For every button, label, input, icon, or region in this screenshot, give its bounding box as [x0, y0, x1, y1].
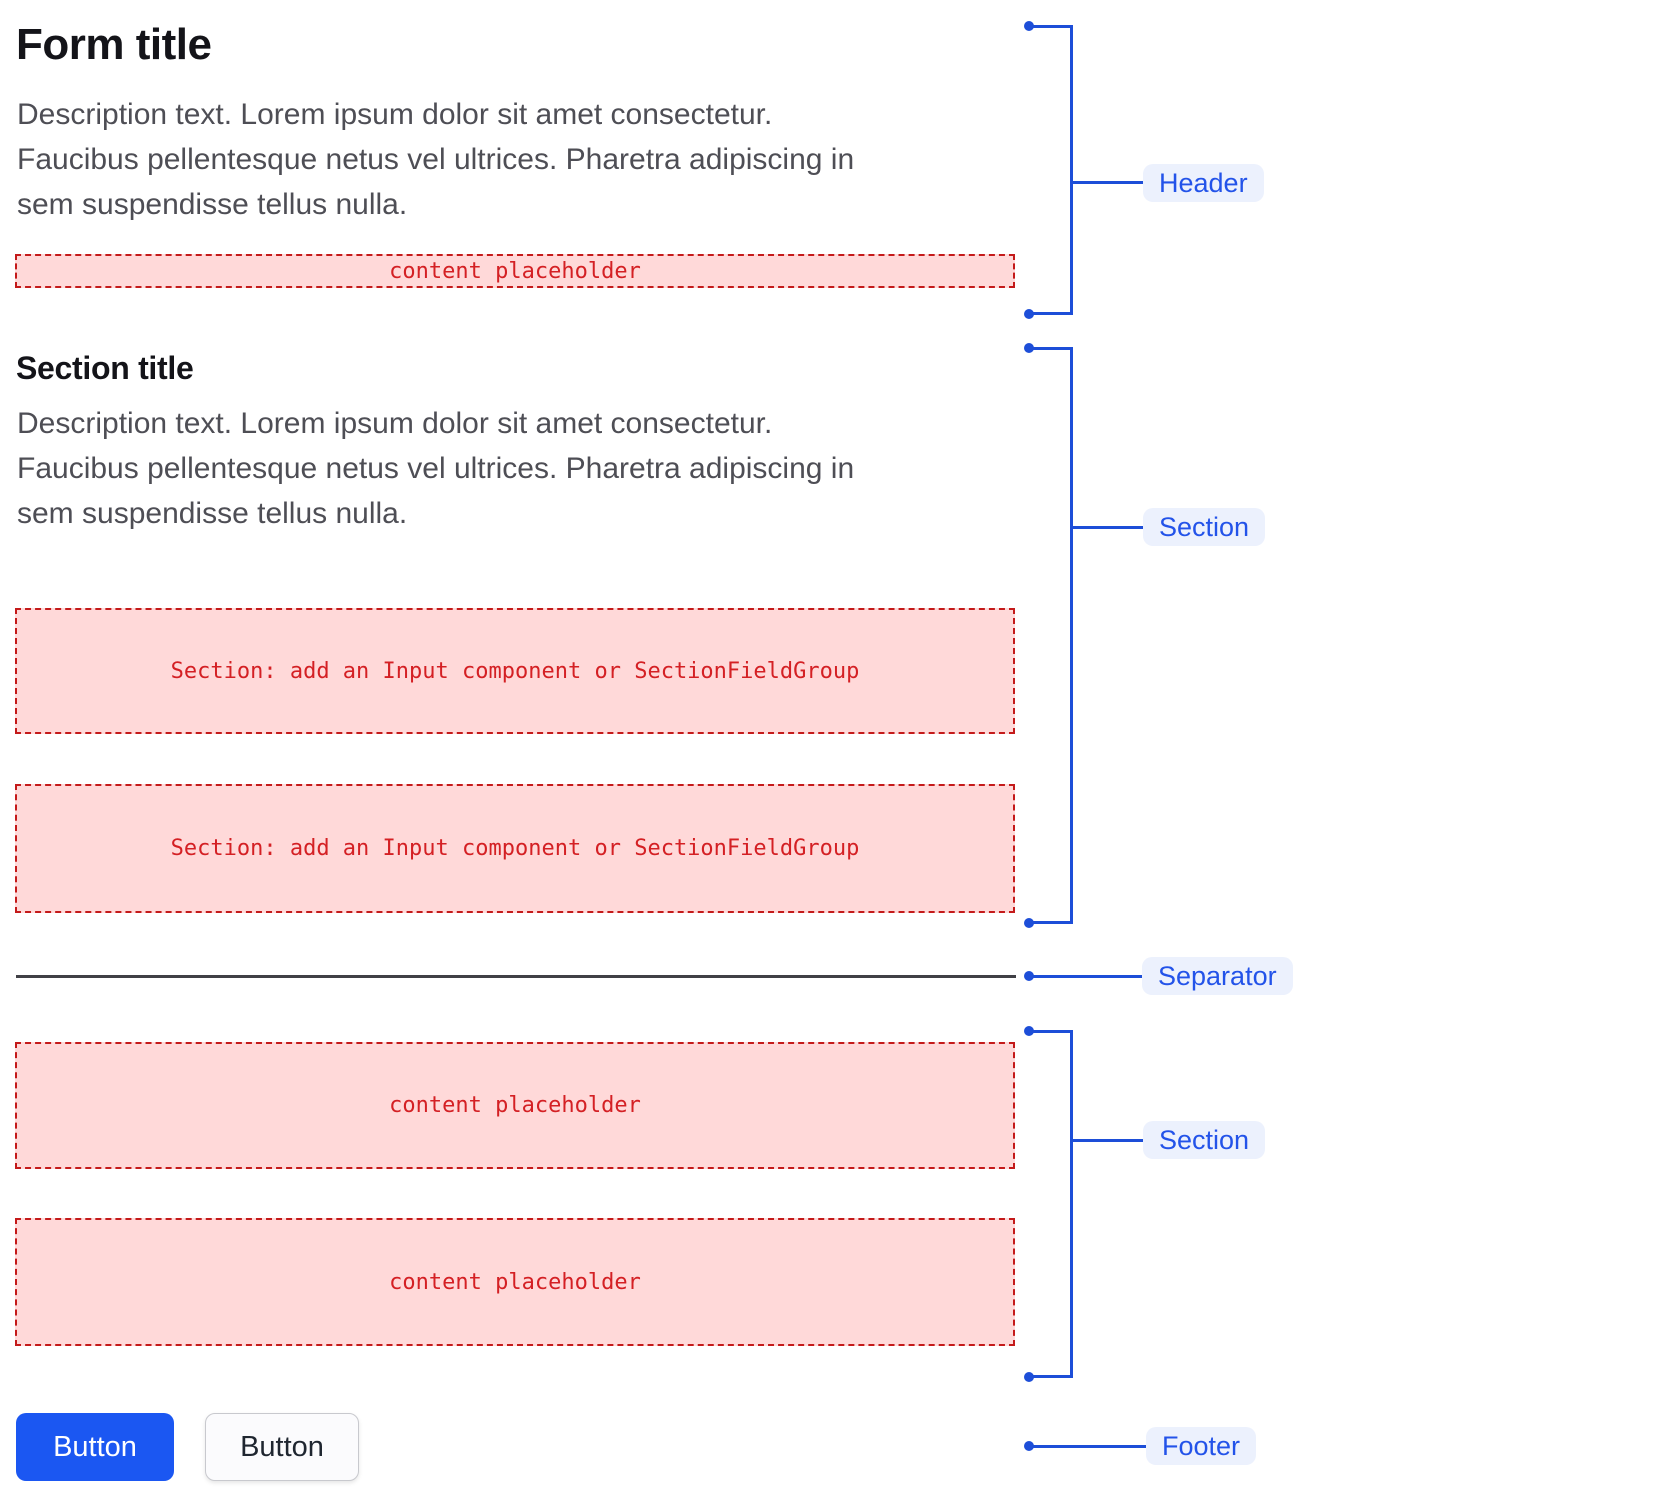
annotation-label-section: Section — [1143, 1121, 1266, 1159]
secondary-button-label: Button — [240, 1430, 324, 1463]
placeholder-text: Section: add an Input component or Secti… — [170, 836, 860, 861]
annotation-line — [1073, 526, 1143, 529]
annotation-line — [1029, 347, 1073, 350]
content-placeholder-box: content placeholder — [15, 1218, 1015, 1346]
form-title: Form title — [16, 20, 212, 69]
section-description: Description text. Lorem ipsum dolor sit … — [17, 407, 855, 530]
annotation-label-section: Section — [1143, 508, 1266, 546]
annotation-label-text: Section — [1159, 511, 1250, 542]
section-input-placeholder-box: Section: add an Input component or Secti… — [15, 608, 1015, 734]
annotation-label-text: Separator — [1158, 960, 1277, 991]
annotation-bracket-line — [1070, 1030, 1073, 1378]
placeholder-text: content placeholder — [389, 1093, 641, 1118]
annotation-line — [1029, 1375, 1073, 1378]
section-title: Section title — [16, 350, 194, 386]
placeholder-text: content placeholder — [389, 1269, 641, 1295]
annotation-bracket-line — [1070, 25, 1073, 315]
annotation-line — [1029, 975, 1142, 978]
annotation-line — [1029, 1445, 1146, 1448]
annotation-label-footer: Footer — [1146, 1427, 1257, 1465]
annotation-label-text: Header — [1159, 167, 1248, 198]
annotation-line — [1073, 181, 1143, 184]
annotation-label-text: Section — [1159, 1124, 1250, 1155]
annotation-line — [1029, 25, 1073, 28]
annotation-line — [1073, 1139, 1143, 1142]
primary-button-label: Button — [53, 1430, 137, 1463]
annotation-label-separator: Separator — [1142, 957, 1293, 995]
placeholder-text: content placeholder — [389, 258, 641, 284]
annotation-line — [1029, 312, 1073, 315]
secondary-button[interactable]: Button — [205, 1413, 359, 1481]
separator-line — [16, 975, 1016, 978]
annotation-label-header: Header — [1143, 164, 1264, 202]
header-content-placeholder-box: content placeholder — [15, 254, 1015, 288]
content-placeholder-box: content placeholder — [15, 1042, 1015, 1169]
form-description: Description text. Lorem ipsum dolor sit … — [17, 98, 855, 221]
annotation-line — [1029, 1030, 1073, 1033]
annotation-label-text: Footer — [1162, 1430, 1241, 1461]
section-input-placeholder-box: Section: add an Input component or Secti… — [15, 784, 1015, 913]
placeholder-text: Section: add an Input component or Secti… — [170, 658, 860, 684]
primary-button[interactable]: Button — [16, 1413, 174, 1481]
annotation-line — [1029, 921, 1073, 924]
annotation-bracket-line — [1070, 347, 1073, 924]
